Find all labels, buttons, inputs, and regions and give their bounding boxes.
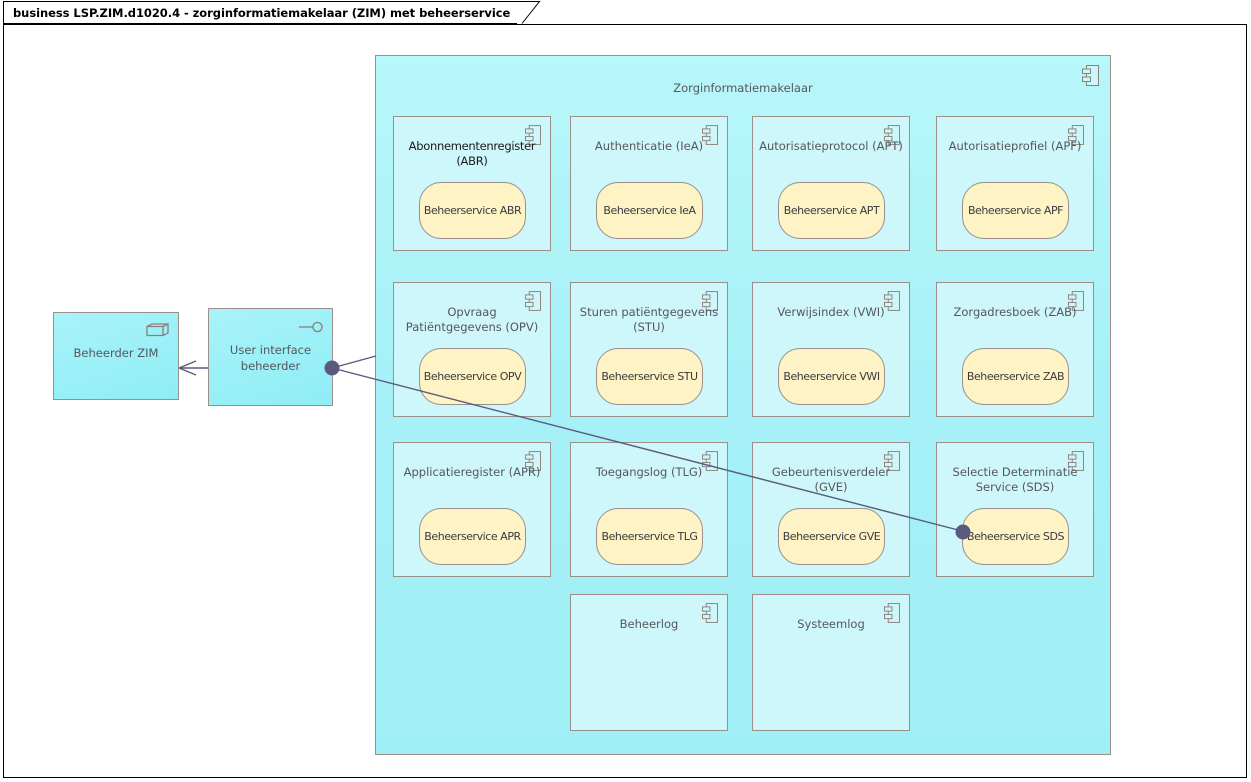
component-icon [702, 603, 718, 623]
component-selectie-determinatie-service[interactable]: Selectie Determinatie Service (SDS) Behe… [936, 442, 1094, 577]
node-icon [146, 322, 170, 337]
component-autorisatieprotocol[interactable]: Autorisatieprotocol (APT) Beheerservice … [752, 116, 910, 251]
service-beheerservice-apt[interactable]: Beheerservice APT [778, 182, 885, 239]
component-title: Applicatieregister (APR) [403, 465, 541, 479]
component-opvraag-patientgegevens[interactable]: Opvraag Patiëntgegevens (OPV) Beheerserv… [393, 282, 551, 417]
component-icon [884, 125, 900, 145]
component-title: Authenticatie (IeA) [594, 139, 704, 153]
service-beheerservice-abr[interactable]: Beheerservice ABR [419, 182, 526, 239]
component-icon [702, 125, 718, 145]
component-title: Abonnementenregister (ABR) [408, 139, 536, 168]
component-icon [884, 291, 900, 311]
component-sturen-patientgegevens[interactable]: Sturen patiëntgegevens (STU) Beheerservi… [570, 282, 728, 417]
service-beheerservice-gve[interactable]: Beheerservice GVE [778, 508, 885, 565]
component-autorisatieprofiel[interactable]: Autorisatieprofiel (APF) Beheerservice A… [936, 116, 1094, 251]
component-verwijsindex[interactable]: Verwijsindex (VWI) Beheerservice VWI [752, 282, 910, 417]
component-title: Autorisatieprotocol (APT) [759, 139, 903, 153]
component-gebeurtenisverdeler[interactable]: Gebeurtenisverdeler (GVE) Beheerservice … [752, 442, 910, 577]
diagram-title-text: business LSP.ZIM.d1020.4 - zorginformati… [13, 5, 511, 20]
component-title: Sturen patiëntgegevens (STU) [579, 305, 719, 334]
service-beheerservice-apf[interactable]: Beheerservice APF [962, 182, 1069, 239]
service-beheerservice-apr[interactable]: Beheerservice APR [419, 508, 526, 565]
service-beheerservice-iea[interactable]: Beheerservice IeA [596, 182, 703, 239]
container-title: Zorginformatiemakelaar [673, 81, 813, 95]
component-icon [1068, 451, 1084, 471]
component-title: Verwijsindex (VWI) [777, 305, 885, 319]
component-zorgadresboek[interactable]: Zorgadresboek (ZAB) Beheerservice ZAB [936, 282, 1094, 417]
beheerder-zim-label: Beheerder ZIM [73, 346, 159, 360]
component-icon [525, 291, 541, 311]
container-zorginformatiemakelaar[interactable]: Zorginformatiemakelaar Abonnementenregis… [375, 55, 1111, 755]
component-title: Zorgadresboek (ZAB) [953, 305, 1077, 319]
title-tab-body: business LSP.ZIM.d1020.4 - zorginformati… [3, 1, 518, 24]
component-title: Opvraag Patiëntgegevens (OPV) [405, 305, 539, 334]
component-abonnementenregister[interactable]: Abonnementenregister (ABR) Beheerservice… [393, 116, 551, 251]
service-beheerservice-sds[interactable]: Beheerservice SDS [962, 508, 1069, 565]
component-title: Beheerlog [619, 617, 679, 631]
component-beheerlog[interactable]: Beheerlog [570, 594, 728, 731]
service-beheerservice-vwi[interactable]: Beheerservice VWI [778, 348, 885, 405]
component-icon [1068, 125, 1084, 145]
component-systeemlog[interactable]: Systeemlog [752, 594, 910, 731]
component-authenticatie[interactable]: Authenticatie (IeA) Beheerservice IeA [570, 116, 728, 251]
service-beheerservice-tlg[interactable]: Beheerservice TLG [596, 508, 703, 565]
element-beheerder-zim[interactable]: Beheerder ZIM [53, 312, 181, 402]
component-title: Toegangslog (TLG) [595, 465, 703, 479]
component-icon [884, 603, 900, 623]
component-title: Systeemlog [797, 617, 865, 631]
service-beheerservice-zab[interactable]: Beheerservice ZAB [962, 348, 1069, 405]
component-title: Gebeurtenisverdeler (GVE) [771, 465, 891, 494]
title-tab-slant-edge [517, 1, 541, 24]
component-title: Autorisatieprofiel (APF) [948, 139, 1082, 153]
component-icon [702, 291, 718, 311]
component-toegangslog[interactable]: Toegangslog (TLG) Beheerservice TLG [570, 442, 728, 577]
component-icon [1082, 65, 1099, 86]
diagram-title-tab[interactable]: business LSP.ZIM.d1020.4 - zorginformati… [3, 1, 541, 24]
user-interface-beheerder-label: User interface beheerder [229, 343, 312, 373]
component-icon [525, 125, 541, 145]
element-user-interface-beheerder[interactable]: User interface beheerder [208, 308, 333, 406]
component-title: Selectie Determinatie Service (SDS) [952, 465, 1078, 494]
service-beheerservice-stu[interactable]: Beheerservice STU [596, 348, 703, 405]
interface-lollipop-icon [298, 318, 324, 333]
service-beheerservice-opv[interactable]: Beheerservice OPV [419, 348, 526, 405]
component-icon [1068, 291, 1084, 311]
component-applicatieregister[interactable]: Applicatieregister (APR) Beheerservice A… [393, 442, 551, 577]
